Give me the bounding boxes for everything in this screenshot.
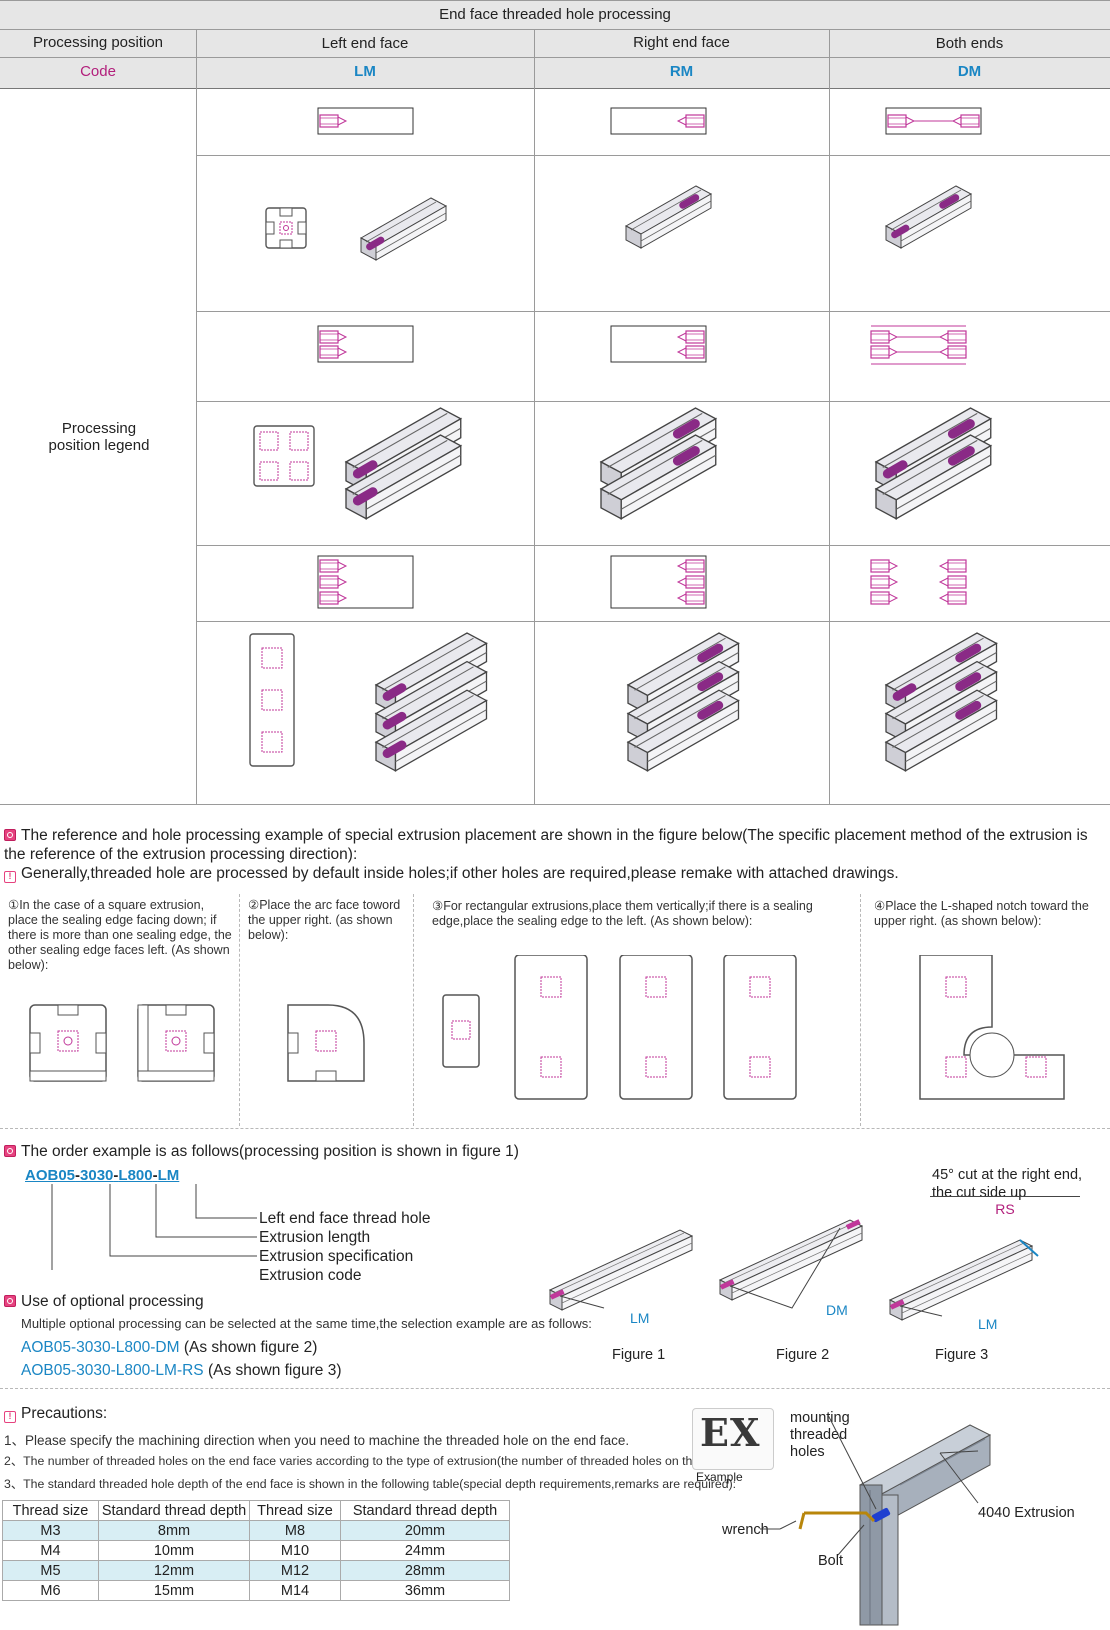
thread-depth-table: Thread size Standard thread depth Thread… (2, 1500, 510, 1601)
fig1-label: LM (630, 1310, 650, 1326)
row-label-code: Code (80, 63, 116, 80)
warning-icon: ! (4, 1411, 16, 1423)
rule-1: ①In the case of a square extrusion, plac… (8, 898, 232, 972)
th-thread-size-2: Thread size (249, 1500, 341, 1521)
precaution-3: 3、The standard threaded hole depth of th… (4, 1477, 737, 1491)
ex-logo-text: EX (700, 1410, 761, 1455)
code-lm: LM (354, 63, 376, 80)
order-label-3: Extrusion specification (259, 1248, 414, 1265)
bullet-icon (4, 1295, 16, 1307)
warning-icon: ! (4, 871, 16, 883)
fig2-label: DM (826, 1302, 848, 1318)
order-code: AOB05-3030-L800-LM (25, 1167, 180, 1184)
rule-2: ②Place the arc face toword the upper rig… (248, 898, 401, 942)
placement-examples (29, 955, 1065, 1100)
fig3-label: LM (978, 1316, 998, 1332)
mounting-label: mounting threaded holes (790, 1410, 850, 1460)
default-holes-note: !Generally,threaded hole are processed b… (4, 864, 1104, 883)
ex-logo-caption: Example (696, 1470, 743, 1484)
optional-example-2: AOB05-3030-L800-LM-RS (As shown figure 3… (21, 1362, 342, 1379)
th-std-depth-2: Standard thread depth (340, 1500, 510, 1521)
order-label-4: Extrusion code (259, 1267, 362, 1284)
table-title: End face threaded hole processing (439, 6, 671, 23)
code-rm: RM (669, 63, 694, 80)
rule-3: ③For rectangular extrusions,place them v… (432, 899, 813, 928)
order-label-2: Extrusion length (259, 1229, 371, 1246)
assembly-illustration (760, 1414, 992, 1626)
precautions-heading: !Precautions: (4, 1404, 107, 1423)
reference-note: The reference and hole processing exampl… (4, 827, 1088, 863)
legend-label: Processing position legend (48, 420, 150, 454)
optional-desc: Multiple optional processing can be sele… (21, 1316, 592, 1331)
figure-2-caption: Figure 2 (776, 1347, 830, 1363)
optional-heading: Use of optional processing (4, 1292, 204, 1311)
order-heading: The order example is as follows(processi… (4, 1142, 519, 1161)
wrench-label: wrench (722, 1522, 769, 1538)
col-both-ends: Both ends (935, 35, 1004, 52)
order-figures (549, 1219, 1039, 1321)
legend-diagrams (249, 107, 998, 772)
code-dm: DM (957, 63, 982, 80)
precaution-1: 1、Please specify the machining direction… (4, 1433, 630, 1448)
th-thread-size: Thread size (2, 1500, 99, 1521)
bolt-label: Bolt (818, 1553, 843, 1569)
optional-example-1: AOB05-3030-L800-DM (As shown figure 2) (21, 1339, 318, 1356)
figure-3-caption: Figure 3 (935, 1347, 989, 1363)
ex-logo (692, 1408, 774, 1470)
table-header-bg (0, 0, 1110, 88)
precaution-2: 2、The number of threaded holes on the en… (4, 1454, 758, 1468)
bullet-icon (4, 1145, 16, 1157)
col-right-end: Right end face (633, 34, 730, 51)
rs-label: RS (930, 1196, 1080, 1217)
bullet-icon (4, 829, 16, 841)
row-label-position: Processing position (32, 34, 164, 51)
figure-1-caption: Figure 1 (612, 1347, 666, 1363)
cut-note: 45° cut at the right end, the cut side u… (932, 1167, 1083, 1201)
th-std-depth: Standard thread depth (98, 1500, 250, 1521)
col-left-end: Left end face (321, 35, 409, 52)
order-code-leaders (51, 1184, 257, 1270)
rule-4: ④Place the L-shaped notch toward the upp… (874, 899, 1089, 928)
order-label-1: Left end face thread hole (259, 1210, 431, 1227)
extrusion-label: 4040 Extrusion (978, 1505, 1075, 1521)
